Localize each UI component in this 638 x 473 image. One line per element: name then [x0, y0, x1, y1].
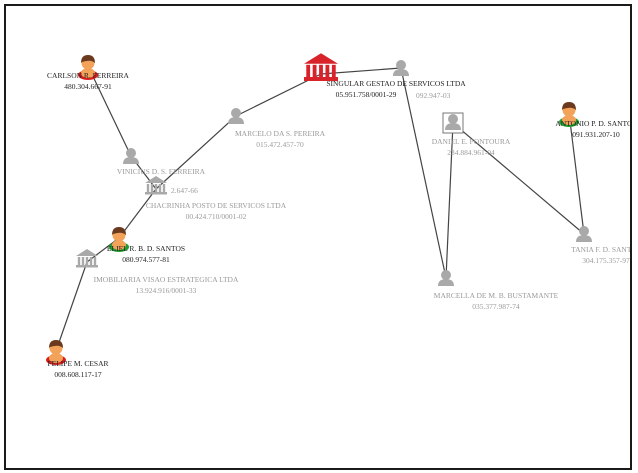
graph-node[interactable]: TANIA F. D. SANTOS 304.175.357-97: [571, 226, 632, 265]
building-icon: [76, 249, 98, 256]
graph-node[interactable]: ANTONIO P. D. SANTOS 091.931.207-10: [555, 102, 632, 139]
person-icon: [231, 108, 241, 118]
node-label: MARCELLA DE M. B. BUSTAMANTE: [434, 291, 559, 300]
graph-edge: [452, 122, 585, 235]
node-id-number: 035.377.987-74: [472, 302, 520, 311]
graph-edge: [568, 112, 585, 235]
graph-edge: [445, 122, 454, 279]
node-label: IMOBILIARIA VISAO ESTRATEGICA LTDA: [94, 275, 239, 284]
node-id-number: 091.931.207-10: [572, 130, 620, 139]
building-icon: [145, 176, 167, 183]
graph-node[interactable]: MARCELO DA S. PEREIRA 015.472.457-70: [228, 108, 326, 149]
graph-node[interactable]: DANIEL E. FONTOURA 234.884.961-04: [432, 112, 511, 157]
building-icon: [304, 53, 338, 64]
person-icon: [579, 226, 589, 236]
graph-node[interactable]: CARLSON R. FERREIRA 480.304.667-91: [47, 55, 130, 91]
graph-node[interactable]: MARCELLA DE M. B. BUSTAMANTE 035.377.987-…: [434, 270, 559, 311]
person-icon: [441, 270, 451, 280]
node-id-number: 080.974.577-81: [122, 255, 170, 264]
node-label: MARCELO DA S. PEREIRA: [235, 129, 326, 138]
node-label: CARLSON R. FERREIRA: [47, 71, 129, 80]
graph-node[interactable]: IMOBILIARIA VISAO ESTRATEGICA LTDA 13.924…: [76, 249, 239, 295]
node-id-number: 234.884.961-04: [447, 148, 495, 157]
graph-node[interactable]: SINGULAR GESTAO DE SERVICOS LTDA 05.951.7…: [304, 53, 466, 100]
node-id-number: 480.304.667-91: [64, 82, 112, 91]
relationship-graph: CARLSON R. FERREIRA 480.304.667-91VINICIU…: [46, 53, 632, 379]
graph-edge: [87, 65, 132, 157]
node-id-number: 304.175.357-97: [582, 256, 630, 265]
node-label: ANTONIO P. D. SANTOS: [555, 119, 632, 128]
node-label: DANIEL E. FONTOURA: [432, 137, 511, 146]
graph-edge: [155, 115, 237, 190]
graph-edge: [55, 261, 88, 352]
graph-node[interactable]: VINICIUS D. S. FERREIRA: [117, 148, 206, 176]
node-label: CHACRINHA POSTO DE SERVICOS LTDA: [146, 201, 287, 210]
node-label: FELIPE M. CESAR: [47, 359, 108, 368]
node-label: TANIA F. D. SANTOS: [571, 245, 632, 254]
node-label: VINICIUS D. S. FERREIRA: [117, 167, 206, 176]
graph-node[interactable]: [393, 60, 409, 76]
node-id-number: 015.472.457-70: [256, 140, 304, 149]
node-label: SINGULAR GESTAO DE SERVICOS LTDA: [326, 79, 466, 88]
node-label: ELIEL R. B. D. SANTOS: [107, 244, 185, 253]
node-id-number: 00.424.710/0001-02: [186, 212, 247, 221]
graph-node[interactable]: FELIPE M. CESAR 008.608.117-17: [46, 340, 109, 379]
node-id-number: 13.924.916/0001-33: [136, 286, 197, 295]
person-icon: [126, 148, 136, 158]
node-extra-number: 092.947-03: [416, 91, 451, 100]
graph-edge: [400, 67, 447, 279]
node-extra-number: 2.647-66: [171, 186, 198, 195]
graph-node[interactable]: ELIEL R. B. D. SANTOS 080.974.577-81: [107, 227, 185, 264]
graph-node[interactable]: CHACRINHA POSTO DE SERVICOS LTDA 00.424.7…: [145, 176, 287, 221]
person-icon: [396, 60, 406, 70]
node-id-number: 05.951.758/0001-29: [336, 90, 397, 99]
node-id-number: 008.608.117-17: [54, 370, 101, 379]
graph-edge: [118, 188, 157, 239]
